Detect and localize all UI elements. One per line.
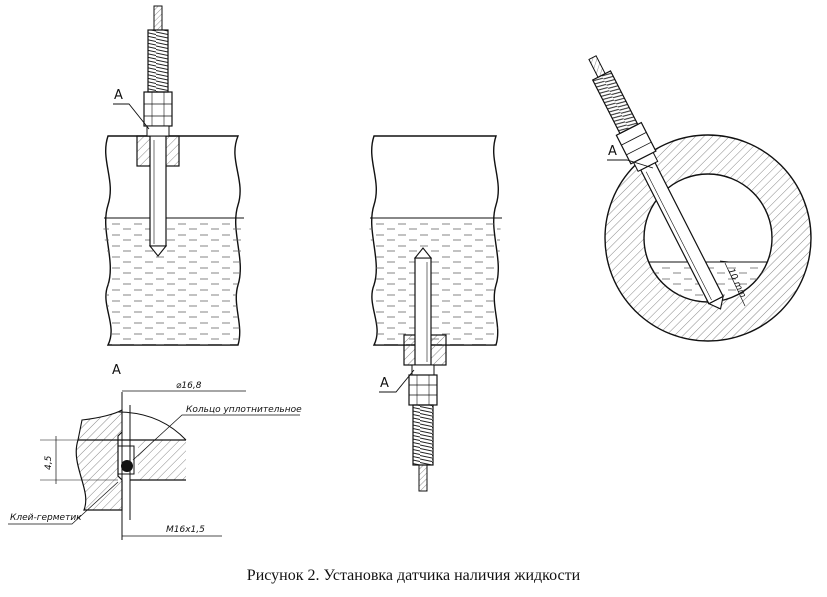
view-a-label-2: A <box>380 376 389 391</box>
dim-dia-label: ⌀16,8 <box>176 381 202 391</box>
liquid-left <box>103 218 244 345</box>
view-bottom-install: A <box>369 135 502 492</box>
detail-a: A ⌀16,8 Кольцо уплотнительное 4,5 Клей-г… <box>8 363 302 540</box>
view-a-label-3: A <box>608 144 617 159</box>
ring-label: Кольцо уплотнительное <box>186 405 302 415</box>
liquid-middle <box>369 218 502 345</box>
view-a-label: A <box>114 88 123 103</box>
view-top-install: A <box>103 5 244 346</box>
view-round-tank: 10 min A <box>588 55 812 342</box>
glue-label: Клей-герметик <box>10 513 82 523</box>
dim-h-label: 4,5 <box>44 455 54 470</box>
detail-a-title: A <box>112 363 121 378</box>
figure-caption: Рисунок 2. Установка датчика наличия жид… <box>246 567 581 584</box>
inclined-sensor <box>588 55 724 310</box>
seal-ring <box>121 460 133 472</box>
thread-label: М16х1,5 <box>166 525 205 535</box>
